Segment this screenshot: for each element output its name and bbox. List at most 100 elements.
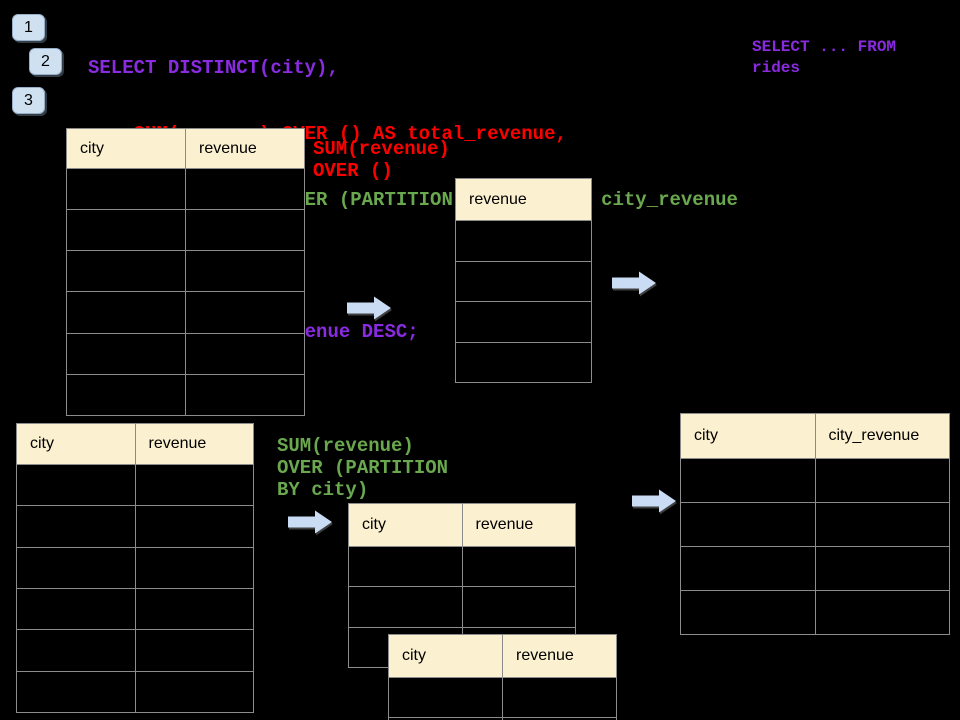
flow-arrow-to-city-result (632, 489, 676, 513)
table-cell (66, 167, 186, 211)
table-cell (66, 373, 186, 417)
arrow-shape (632, 489, 676, 513)
table-row (16, 546, 254, 589)
table-row (455, 220, 592, 262)
table-cell (185, 373, 305, 417)
table-row (16, 587, 254, 631)
table-row (680, 502, 950, 547)
flow-arrow-to-partition (288, 510, 332, 534)
flow-arrow-from-total (612, 271, 656, 295)
table-cell (16, 629, 136, 672)
table-cell (502, 717, 617, 720)
flow-arrow-to-total (347, 296, 391, 320)
table-row (455, 301, 592, 343)
table-cell (134, 505, 254, 548)
column-header: revenue (455, 178, 592, 221)
table-cell (16, 670, 136, 714)
table-cell (16, 546, 136, 589)
table-row (66, 373, 305, 417)
column-header: revenue (502, 634, 617, 678)
table-row (348, 545, 576, 588)
table-row (388, 717, 617, 720)
table-cell (348, 545, 463, 588)
table-cell (185, 291, 305, 334)
table-cell (455, 341, 592, 383)
table-cell (66, 250, 186, 293)
side-note-select-from-rides: SELECT ... FROM rides (752, 38, 897, 77)
table-cell (134, 670, 254, 714)
table-row (16, 670, 254, 714)
table-cell (134, 629, 254, 672)
column-header: revenue (461, 503, 576, 547)
table-row (66, 167, 305, 211)
step-badge-1: 1 (12, 14, 45, 41)
table-cell (185, 209, 305, 252)
table-cell (455, 301, 592, 343)
table-cell (502, 677, 617, 718)
table-cell (455, 260, 592, 302)
table-cell (461, 545, 576, 588)
sql-line-select: SELECT DISTINCT(city), (88, 57, 339, 79)
table-cell (455, 220, 592, 262)
table-row (16, 505, 254, 548)
column-header: city (16, 423, 136, 465)
table-cell (814, 590, 950, 635)
table-cell (66, 209, 186, 252)
table-row (16, 463, 254, 507)
arrow-shape (347, 296, 391, 320)
column-header: city (66, 128, 186, 169)
table-row (66, 291, 305, 334)
column-header: city_revenue (814, 413, 950, 459)
table-cell (680, 590, 816, 635)
table-row (455, 341, 592, 383)
table-cell (348, 586, 463, 628)
table-cell (134, 546, 254, 589)
table-row (680, 546, 950, 591)
table-cell (16, 587, 136, 631)
column-header: city (348, 503, 463, 547)
total-revenue-annotation: SUM(revenue) OVER () (313, 138, 450, 182)
table-cell (388, 677, 503, 718)
table-cell (680, 502, 816, 547)
step-badge-3: 3 (12, 87, 45, 114)
arrow-shape (612, 271, 656, 295)
table-row (455, 260, 592, 302)
table-row (66, 209, 305, 252)
table-cell (134, 587, 254, 631)
table-row (66, 250, 305, 293)
table-row (388, 677, 617, 718)
table-cell (66, 291, 186, 334)
table-cell (680, 546, 816, 591)
table-cell (16, 463, 136, 507)
table-cell (461, 586, 576, 628)
table-cell (134, 463, 254, 507)
table-cell (814, 502, 950, 547)
partition-annotation: SUM(revenue) OVER (PARTITION BY city) (277, 435, 449, 501)
table-cell (185, 167, 305, 211)
column-header: revenue (185, 128, 305, 169)
table-row (66, 332, 305, 375)
table-total-revenue-result: revenue (455, 178, 592, 383)
step-badge-2: 2 (29, 48, 62, 75)
table-cell (66, 332, 186, 375)
arrow-shape (288, 510, 332, 534)
table-cell (185, 332, 305, 375)
table-row (680, 458, 950, 503)
column-header: city (388, 634, 503, 678)
table-row (348, 586, 576, 628)
header-row: revenue (455, 178, 592, 221)
table-row (680, 590, 950, 635)
table-cell (814, 458, 950, 503)
table-cell (185, 250, 305, 293)
table-cell (16, 505, 136, 548)
